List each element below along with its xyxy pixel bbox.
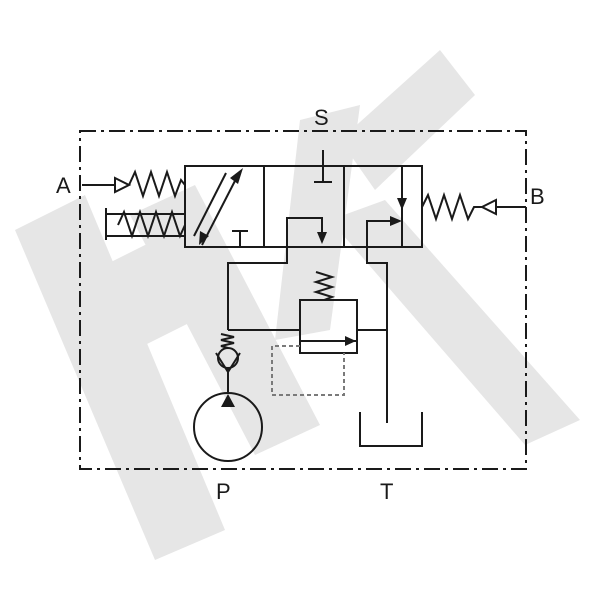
port-label-p: P [216, 479, 231, 504]
tank-symbol [359, 412, 423, 447]
port-label-t: T [380, 479, 393, 504]
check-valve [215, 333, 241, 392]
tank-line [366, 247, 388, 423]
relief-valve [271, 271, 358, 396]
pilot-actuator-b [421, 191, 526, 223]
directional-valve [184, 165, 423, 248]
port-label-a: A [56, 173, 71, 198]
valve-enclosure [79, 130, 527, 470]
pilot-actuator-a [82, 168, 186, 200]
port-label-s: S [314, 105, 329, 130]
port-label-b: B [530, 184, 545, 209]
spring-left [105, 208, 186, 240]
pump-symbol [193, 392, 263, 462]
hk-logo-watermark [15, 50, 580, 560]
pressure-line [227, 247, 288, 330]
